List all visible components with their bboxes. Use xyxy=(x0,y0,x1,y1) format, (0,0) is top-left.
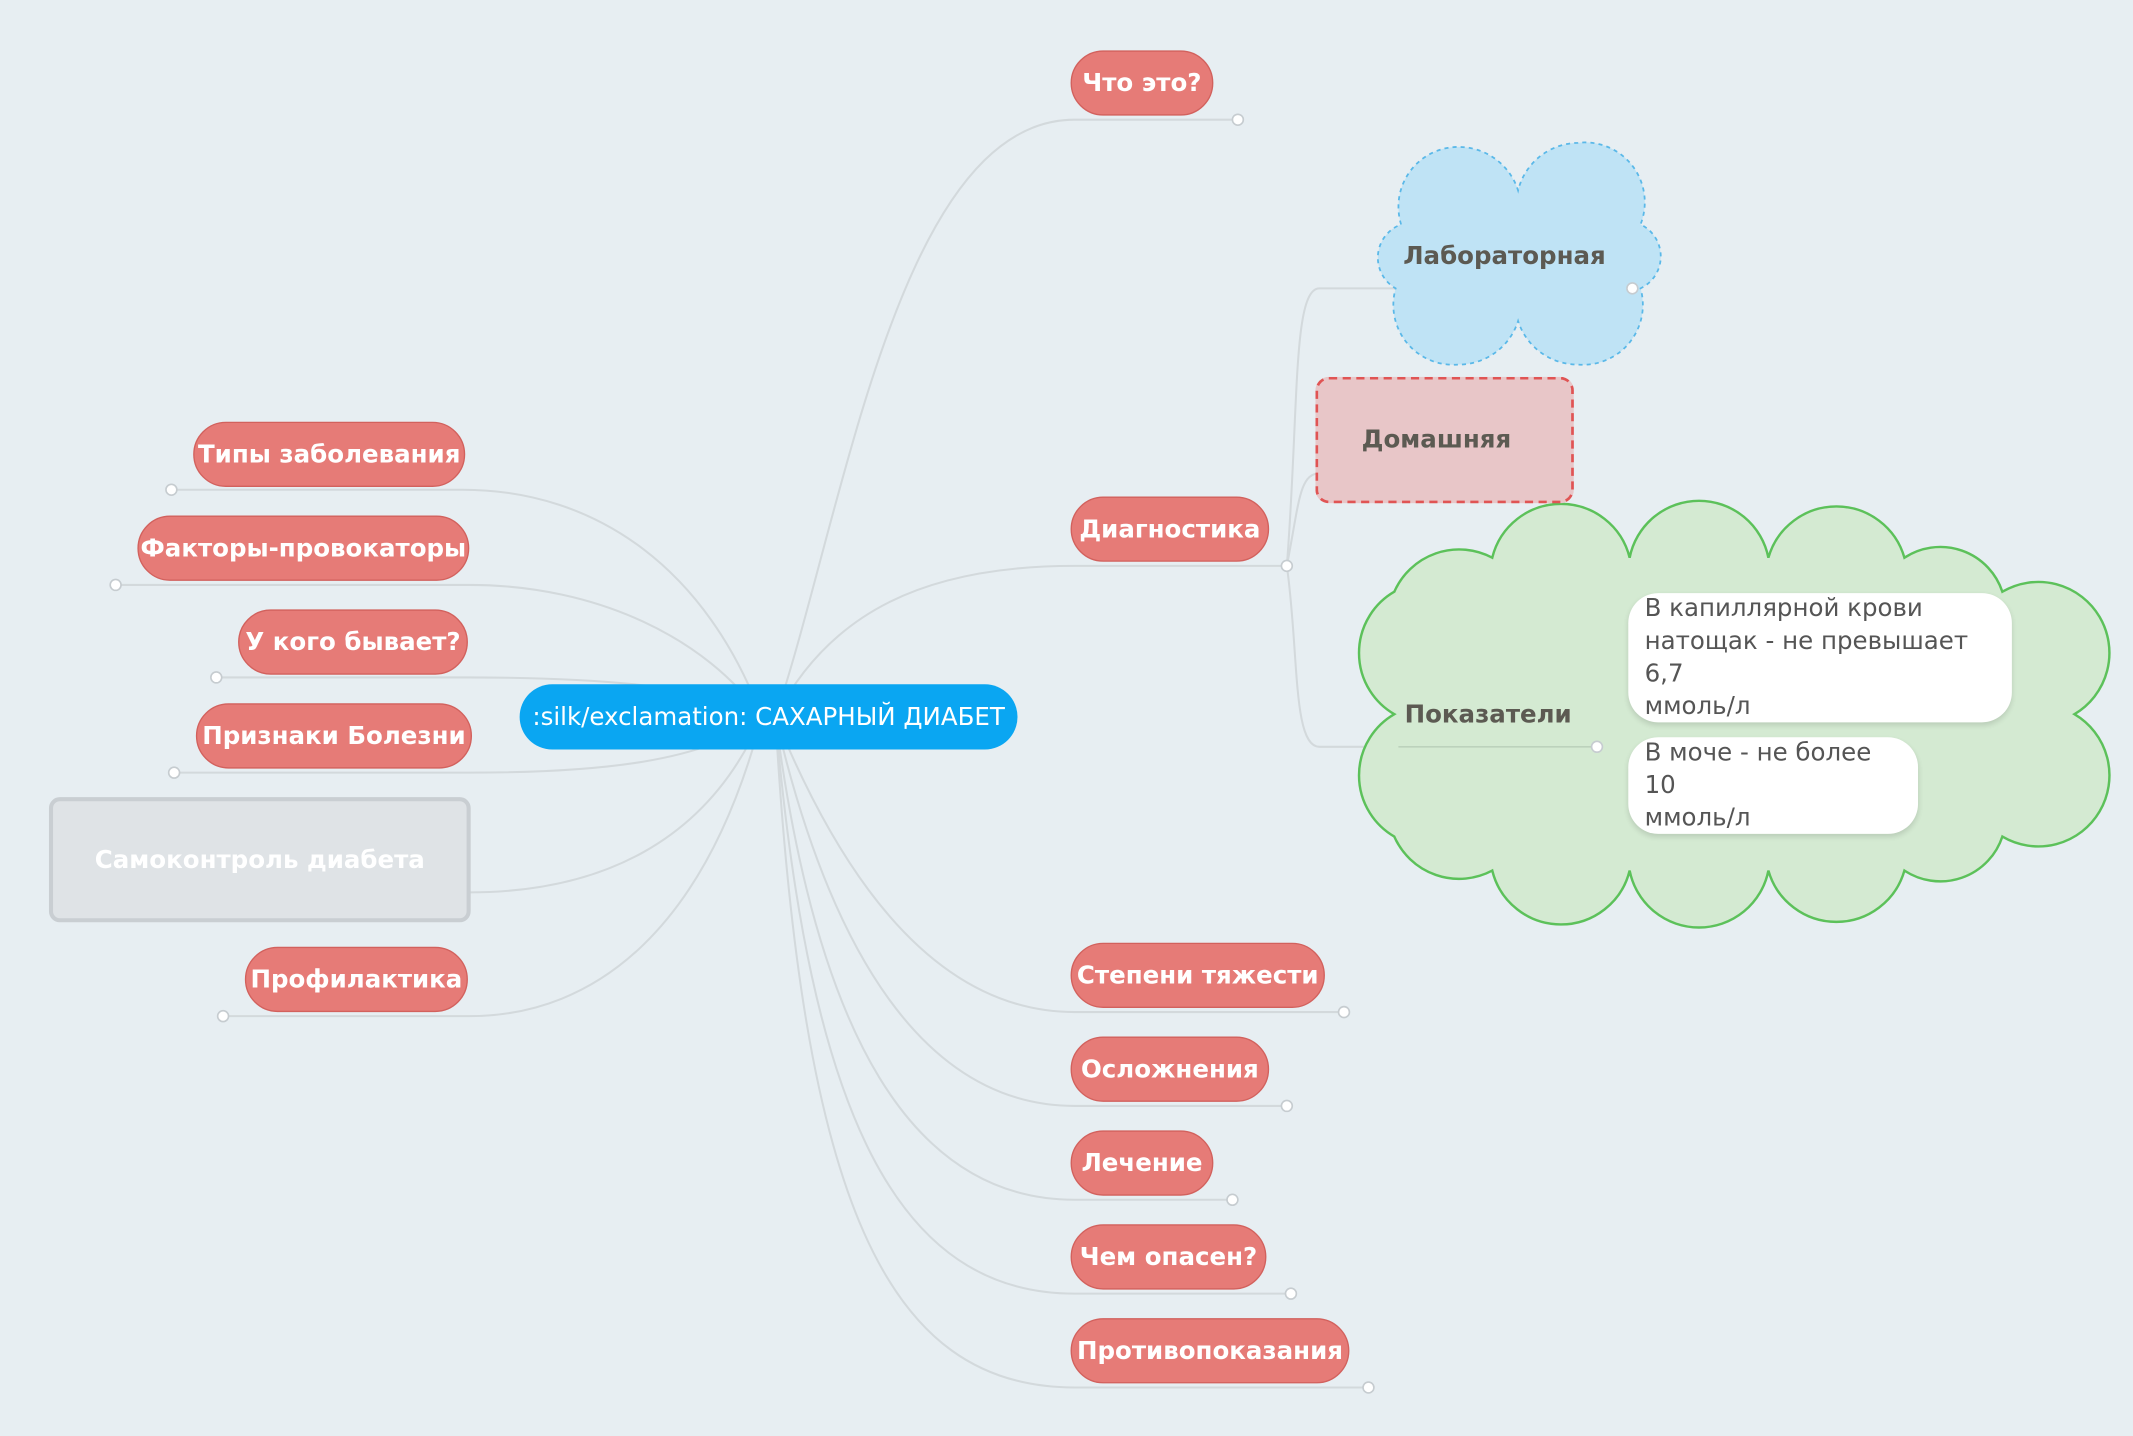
topic-complications[interactable]: Осложнения xyxy=(1070,1036,1270,1102)
collapse-dot xyxy=(165,483,178,496)
collapse-dot xyxy=(216,1009,230,1023)
subtopic-indicators[interactable]: Показатели xyxy=(1404,699,1572,729)
topic-treatment[interactable]: Лечение xyxy=(1070,1130,1214,1196)
connector-selfcontrol xyxy=(87,716,763,894)
connector-contraindications xyxy=(774,716,1369,1389)
topic-danger[interactable]: Чем опасен? xyxy=(1070,1224,1267,1290)
topic-signs[interactable]: Признаки Болезни xyxy=(195,703,473,769)
connector-types xyxy=(171,488,763,718)
topic-severity[interactable]: Степени тяжести xyxy=(1070,942,1325,1008)
connector-complications xyxy=(774,716,1287,1107)
collapse-dot xyxy=(1362,1381,1375,1394)
topic-types[interactable]: Типы заболевания xyxy=(193,421,466,487)
indicator-urine-note[interactable]: В моче - не более 10 ммоль/л xyxy=(1628,737,1919,834)
connector-severity xyxy=(774,716,1344,1014)
collapse-dot xyxy=(109,578,122,592)
connector-what xyxy=(774,118,1238,718)
collapse-dot xyxy=(167,766,181,779)
lab-cloud xyxy=(1376,141,1662,366)
connector-prevention xyxy=(223,716,763,1018)
topic-contraindications[interactable]: Противопоказания xyxy=(1070,1318,1350,1384)
topic-diagnostics[interactable]: Диагностика xyxy=(1070,496,1270,562)
collapse-dot xyxy=(1626,282,1639,295)
connector-lab xyxy=(1285,287,1633,566)
topic-who[interactable]: У кого бывает? xyxy=(238,609,468,675)
connector-diagnostics xyxy=(774,564,1287,718)
collapse-dot xyxy=(1284,1287,1298,1300)
subtopic-home[interactable]: Домашняя xyxy=(1315,376,1574,504)
topic-factors[interactable]: Факторы-провокаторы xyxy=(137,515,470,581)
collapse-dot xyxy=(1280,1099,1294,1113)
collapse-dot xyxy=(1231,113,1245,126)
connector-danger xyxy=(774,716,1291,1295)
topic-prevention[interactable]: Профилактика xyxy=(244,946,468,1013)
topic-selfcontrol[interactable]: Самоконтроль диабета xyxy=(48,797,471,923)
connector-indicators xyxy=(1285,565,1597,748)
topic-what[interactable]: Что это? xyxy=(1070,50,1214,116)
subtopic-lab[interactable]: Лабораторная xyxy=(1403,241,1606,271)
collapse-dot xyxy=(1280,559,1294,573)
indicator-blood-note[interactable]: В капиллярной крови натощак - не превыша… xyxy=(1628,593,2012,723)
central-topic[interactable]: :silk/exclamation: САХАРНЫЙ ДИАБЕТ xyxy=(519,684,1018,750)
collapse-dot xyxy=(1337,1005,1351,1019)
collapse-dot xyxy=(210,671,223,684)
collapse-dot xyxy=(1226,1193,1239,1207)
connector-treatment xyxy=(774,716,1233,1201)
collapse-dot xyxy=(1590,740,1604,754)
